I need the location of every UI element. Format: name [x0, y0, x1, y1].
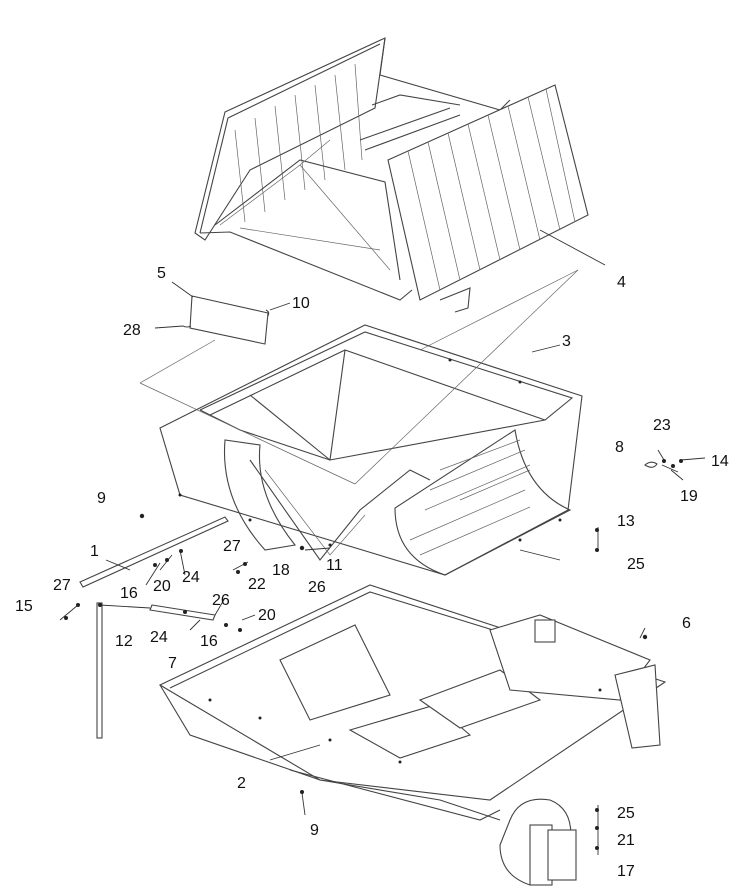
part-12-bar	[149, 604, 216, 621]
label-part-27-a: 27	[223, 538, 241, 555]
label-part-2: 2	[237, 775, 246, 792]
label-part-16-a: 16	[120, 585, 138, 602]
label-part-17: 17	[617, 863, 635, 880]
label-part-6: 6	[682, 615, 691, 632]
label-part-8: 8	[615, 439, 624, 456]
label-part-20-a: 20	[153, 578, 171, 595]
label-part-21: 21	[617, 832, 635, 849]
hardware-dots	[64, 459, 683, 850]
label-part-10: 10	[292, 295, 310, 312]
label-part-1: 1	[90, 543, 99, 560]
label-part-28: 28	[123, 322, 141, 339]
label-part-25-a: 25	[627, 556, 645, 573]
label-part-9-upper: 9	[97, 490, 106, 507]
label-part-9-lower: 9	[310, 822, 319, 839]
label-part-26-a: 26	[308, 579, 326, 596]
label-part-27-b: 27	[53, 577, 71, 594]
part-3-hopper-box	[139, 269, 583, 576]
label-part-15: 15	[15, 598, 33, 615]
part-5-gasket-panel	[182, 295, 270, 345]
label-part-25-b: 25	[617, 805, 635, 822]
label-part-24-b: 24	[150, 629, 168, 646]
leader-lines	[59, 229, 706, 855]
part-1-rod	[79, 516, 229, 739]
label-part-4: 4	[617, 274, 626, 291]
label-part-14: 14	[711, 453, 729, 470]
label-part-16-b: 16	[200, 633, 218, 650]
label-part-24-a: 24	[182, 569, 200, 586]
part-2-lower-tray	[158, 584, 667, 886]
label-part-22: 22	[248, 576, 266, 593]
label-part-7: 7	[168, 655, 177, 672]
label-part-12: 12	[115, 633, 133, 650]
label-part-19: 19	[680, 488, 698, 505]
label-part-3: 3	[562, 333, 571, 350]
part-labels: 1 2 3 4 5 6 7 8 9 9 10 11 12 13 14 15 16…	[15, 265, 729, 880]
label-part-13: 13	[617, 513, 635, 530]
part-4-lid-assembly	[194, 37, 589, 313]
label-part-5: 5	[157, 265, 166, 282]
label-part-11: 11	[326, 557, 343, 574]
label-part-23: 23	[653, 417, 671, 434]
label-part-20-b: 20	[258, 607, 276, 624]
label-part-26-b: 26	[212, 592, 230, 609]
label-part-18: 18	[272, 562, 290, 579]
